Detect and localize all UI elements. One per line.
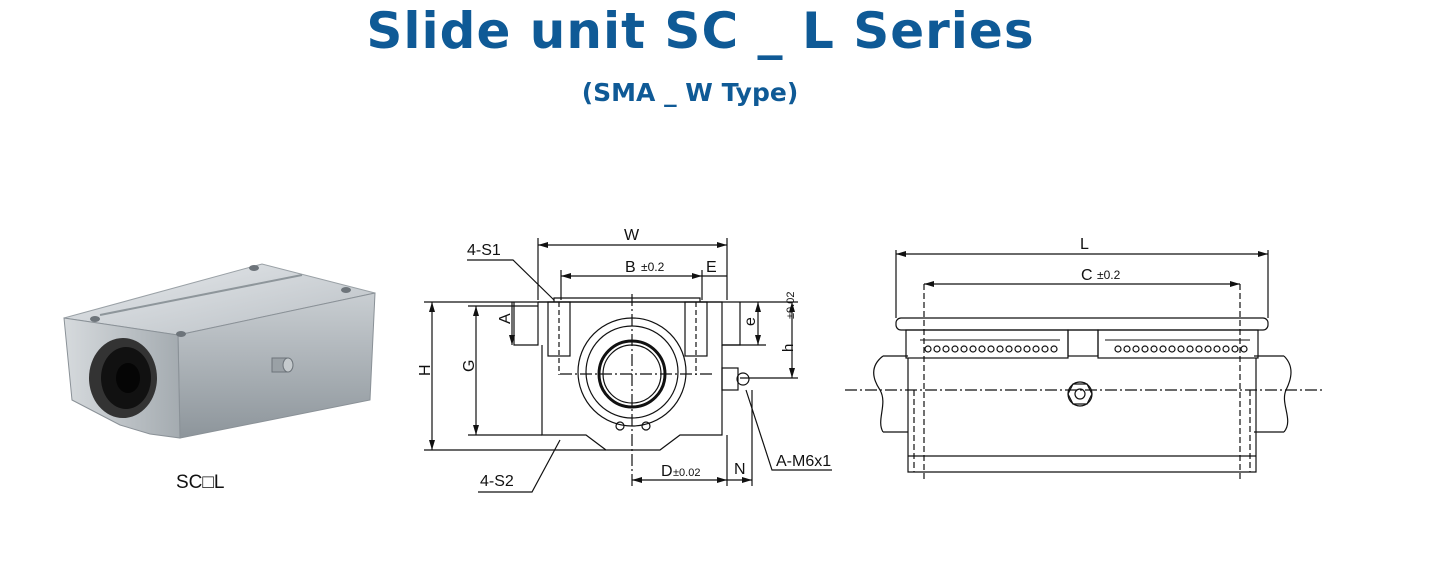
label-A: A xyxy=(497,313,514,324)
label-C: C xyxy=(1081,267,1093,284)
label-h-tol: ±0.02 xyxy=(785,292,797,319)
label-H: H xyxy=(417,364,434,376)
photo-caption: SC□L xyxy=(176,472,225,493)
label-D: D xyxy=(661,463,673,480)
label-D-tol: ±0.02 xyxy=(673,467,700,479)
label-L: L xyxy=(1080,236,1089,253)
page-subtitle: (SMA _ W Type) xyxy=(581,78,799,107)
label-N: N xyxy=(734,461,746,478)
ball-row-right xyxy=(1114,345,1248,353)
label-G: G xyxy=(461,360,478,372)
label-h: h xyxy=(780,344,797,352)
label-4-S1: 4-S1 xyxy=(467,242,501,259)
label-C-tol: ±0.2 xyxy=(1097,268,1121,282)
label-grease-port: A-M6x1 xyxy=(776,453,831,470)
label-4-S2: 4-S2 xyxy=(480,473,514,490)
page-title: Slide unit SC _ L Series xyxy=(366,2,1035,60)
label-W: W xyxy=(624,227,640,244)
ball-row-left xyxy=(924,345,1058,353)
label-B-tol: ±0.2 xyxy=(641,260,665,274)
label-e: e xyxy=(742,317,759,326)
label-E: E xyxy=(706,259,717,276)
label-B: B xyxy=(625,259,636,276)
